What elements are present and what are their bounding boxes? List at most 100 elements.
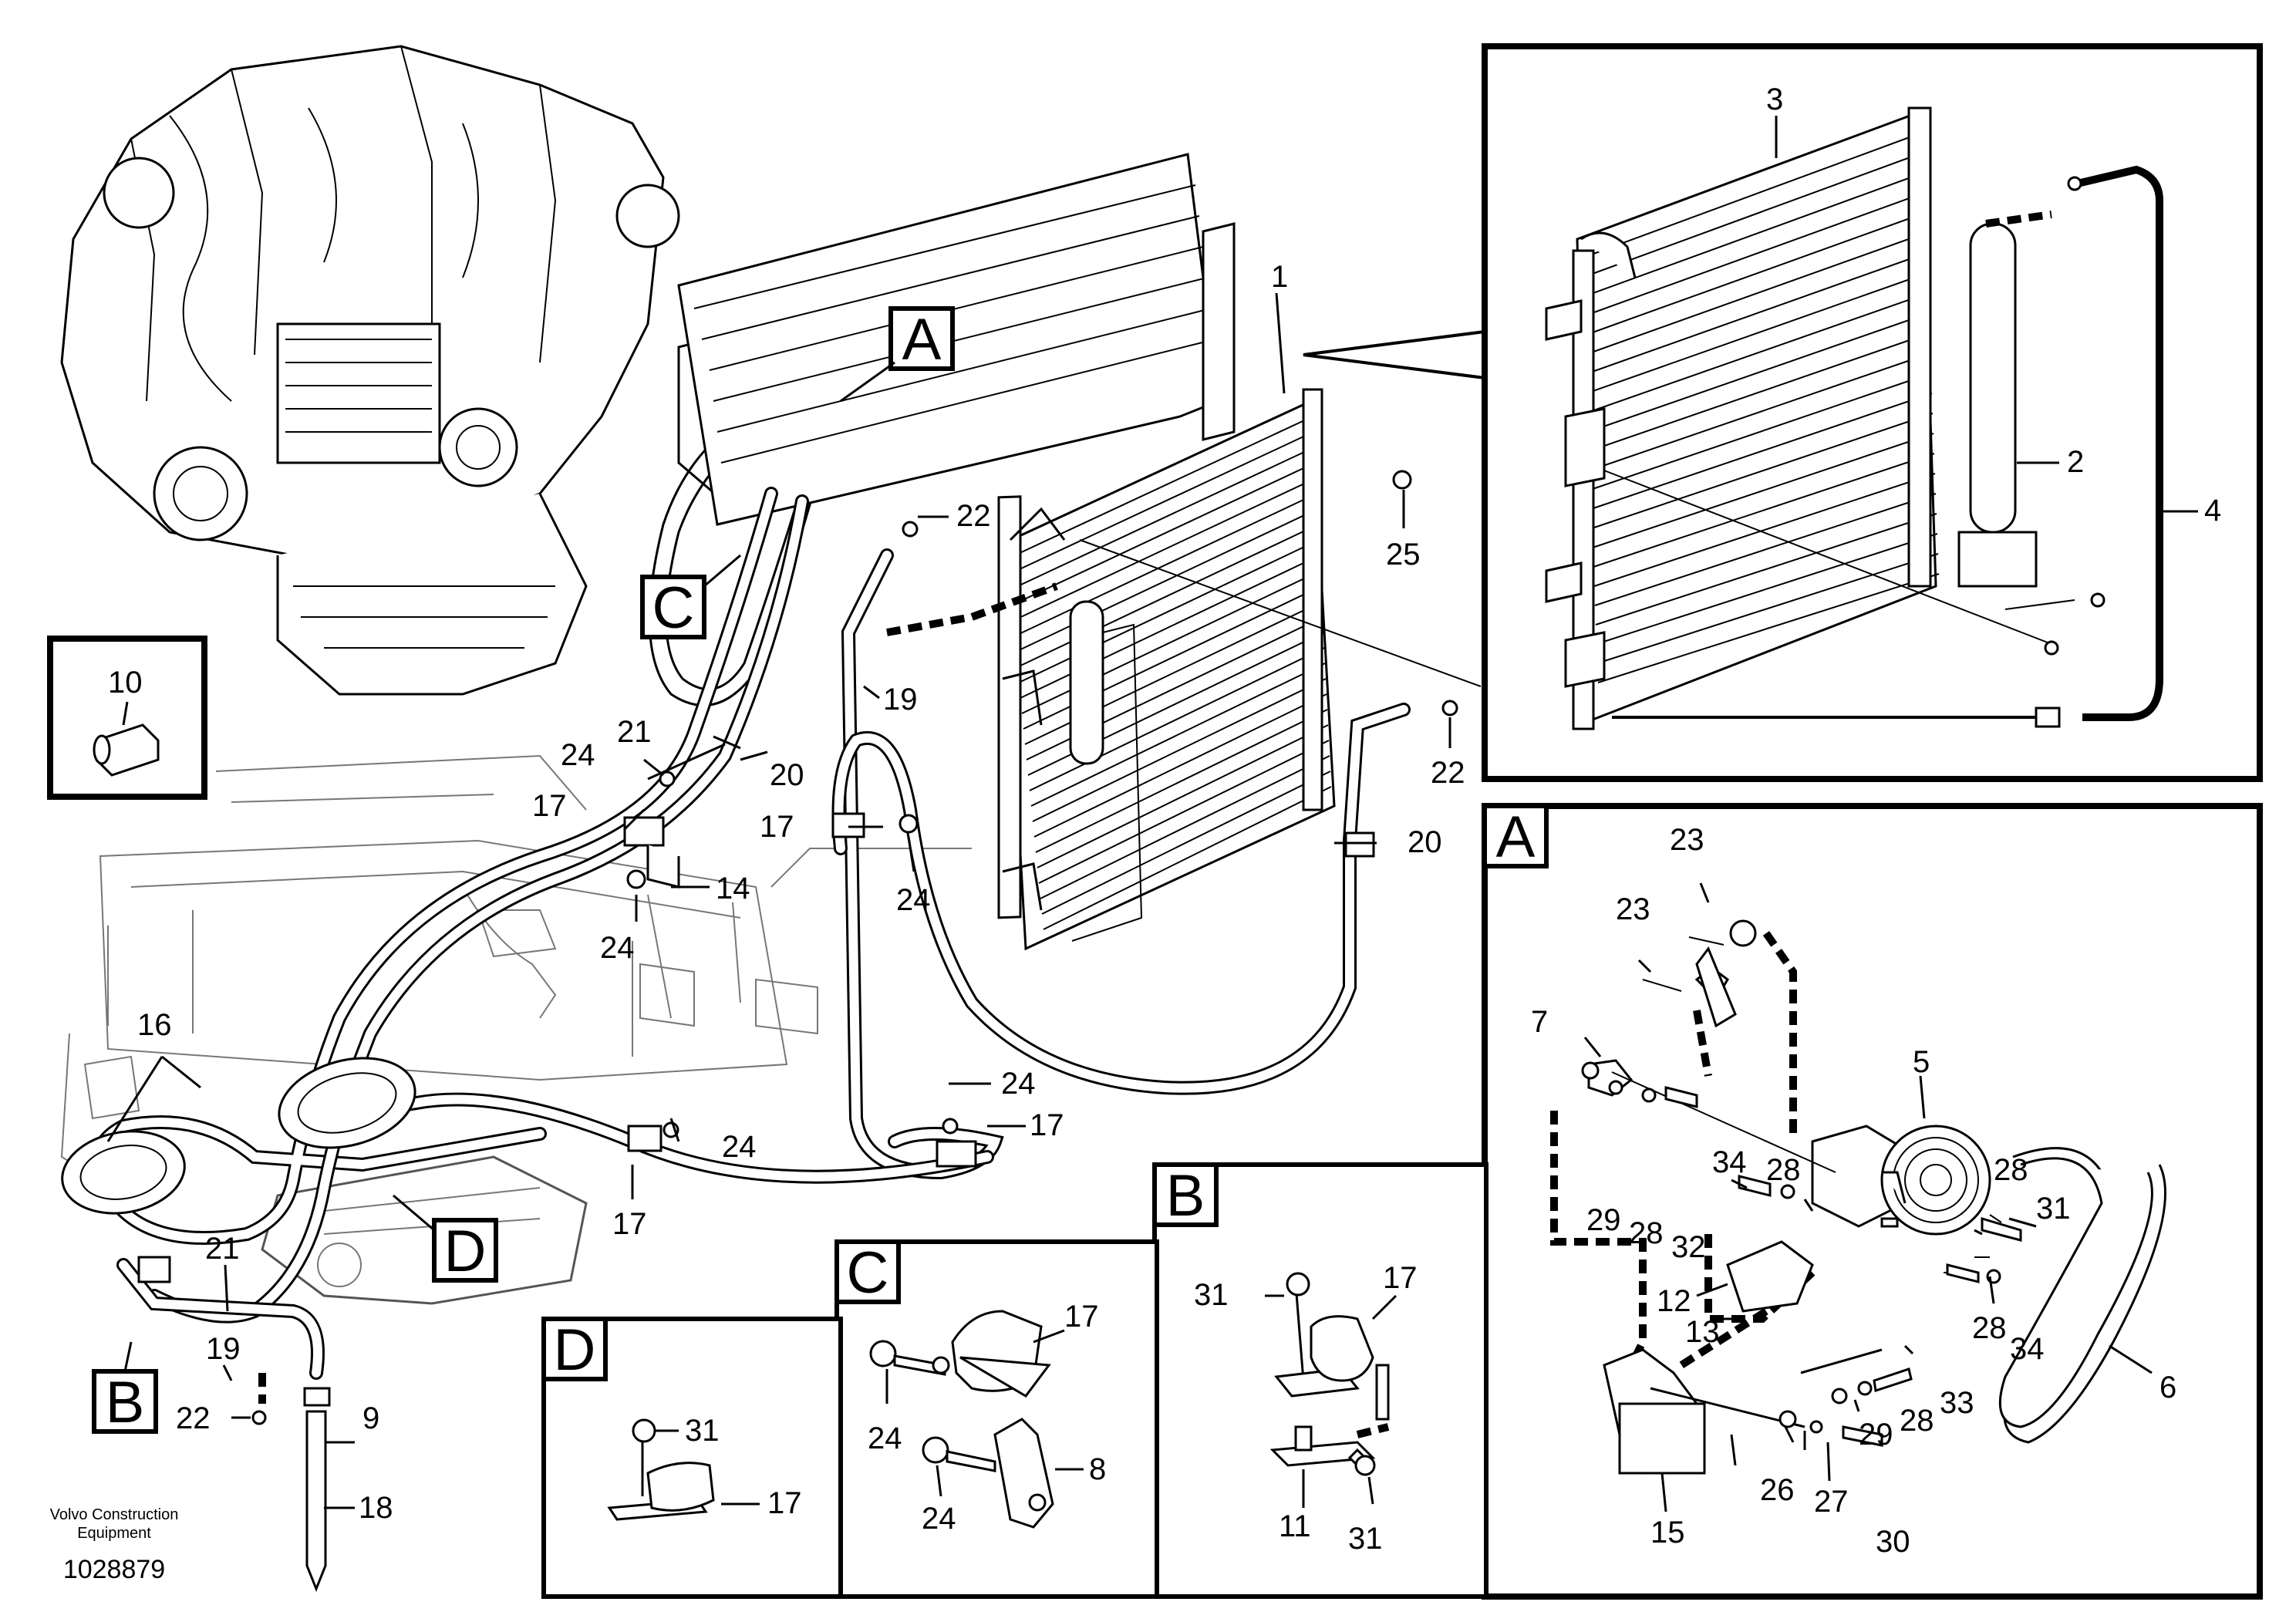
callout-28: 28 bbox=[1994, 1153, 2028, 1187]
callout-26: 26 bbox=[1760, 1473, 1795, 1507]
callout-31: 31 bbox=[685, 1414, 720, 1448]
callout-17: 17 bbox=[1030, 1108, 1064, 1142]
callout-17: 17 bbox=[1064, 1300, 1099, 1334]
callout-24: 24 bbox=[1001, 1067, 1036, 1101]
document-number: 1028879 bbox=[63, 1555, 165, 1584]
part-10-drawing bbox=[93, 701, 160, 777]
callout-34: 34 bbox=[1712, 1145, 1747, 1179]
callout-30: 30 bbox=[1876, 1525, 1910, 1559]
label-box-c-detail bbox=[834, 1239, 901, 1304]
callout-24: 24 bbox=[722, 1130, 757, 1164]
callout-1: 1 bbox=[1271, 260, 1288, 294]
label-box-a-main bbox=[888, 306, 955, 371]
callouts-condenser-detail: 3 2 4 bbox=[1766, 83, 2221, 528]
label-b-main: B bbox=[106, 1370, 145, 1435]
callout-17: 17 bbox=[760, 810, 794, 844]
callout-14: 14 bbox=[716, 872, 750, 905]
detail-a-drawing bbox=[1550, 882, 2166, 1512]
callout-17: 17 bbox=[1383, 1261, 1418, 1295]
callout-24: 24 bbox=[922, 1502, 956, 1536]
callouts-detail-a: 23 23 7 5 34 28 28 31 29 28 32 12 13 28 … bbox=[1531, 823, 2176, 1559]
callout-11: 11 bbox=[1279, 1509, 1311, 1543]
refrigerant-hoses bbox=[61, 470, 1458, 1593]
callout-9: 9 bbox=[362, 1401, 379, 1435]
callout-3: 3 bbox=[1766, 83, 1783, 116]
label-a-detail: A bbox=[1496, 804, 1536, 870]
callout-17: 17 bbox=[767, 1486, 802, 1520]
condenser-detail bbox=[1545, 106, 2198, 730]
callout-13: 13 bbox=[1685, 1315, 1720, 1349]
callout-23: 23 bbox=[1616, 892, 1650, 926]
condenser-detail-box bbox=[1482, 43, 2263, 782]
callout-24: 24 bbox=[896, 883, 931, 917]
callout-15: 15 bbox=[1650, 1516, 1685, 1549]
callout-28: 28 bbox=[1972, 1311, 2007, 1345]
callout-20: 20 bbox=[770, 758, 804, 792]
callout-21: 21 bbox=[617, 715, 652, 749]
callout-10: 10 bbox=[108, 666, 143, 700]
callout-24: 24 bbox=[561, 738, 595, 772]
callout-22: 22 bbox=[176, 1401, 211, 1435]
callout-19: 19 bbox=[206, 1332, 241, 1366]
callouts-detail-d: 31 17 bbox=[685, 1414, 802, 1520]
callout-5: 5 bbox=[1913, 1045, 1930, 1079]
company-name-line1: Volvo Construction bbox=[50, 1506, 179, 1523]
callout-28: 28 bbox=[1900, 1404, 1934, 1438]
callout-28: 28 bbox=[1629, 1216, 1664, 1250]
callout-18: 18 bbox=[359, 1491, 393, 1525]
callout-16: 16 bbox=[137, 1008, 172, 1042]
label-box-d-detail bbox=[541, 1317, 608, 1381]
callout-19: 19 bbox=[883, 683, 918, 717]
company-name-line2: Equipment bbox=[77, 1525, 151, 1542]
callout-32: 32 bbox=[1671, 1230, 1706, 1264]
label-box-a-detail bbox=[1482, 804, 1549, 868]
callouts-detail-b: 31 17 11 31 bbox=[1194, 1261, 1418, 1556]
callouts-detail-c: 17 24 8 24 bbox=[868, 1300, 1106, 1536]
callout-31: 31 bbox=[1194, 1278, 1229, 1312]
label-b-detail: B bbox=[1166, 1163, 1205, 1229]
leader-lines-main bbox=[106, 292, 1451, 1509]
label-a-main: A bbox=[902, 307, 942, 373]
detail-b-drawing bbox=[1265, 1272, 1397, 1508]
detail-letter-labels: A C D B A B C D bbox=[92, 306, 1549, 1435]
callout-21: 21 bbox=[205, 1232, 240, 1266]
callout-28: 28 bbox=[1766, 1153, 1801, 1187]
callout-33: 33 bbox=[1940, 1386, 1974, 1420]
label-c-main: C bbox=[652, 575, 695, 641]
footer: Volvo Construction Equipment 1028879 bbox=[50, 1506, 179, 1584]
callout-20: 20 bbox=[1408, 825, 1442, 859]
detail-d-drawing bbox=[607, 1418, 760, 1521]
callout-31: 31 bbox=[1348, 1522, 1383, 1556]
label-d-main: D bbox=[444, 1219, 487, 1284]
callout-8: 8 bbox=[1089, 1452, 1106, 1486]
part-10-box bbox=[47, 636, 207, 800]
label-box-c-main bbox=[640, 575, 706, 639]
callout-29: 29 bbox=[1859, 1418, 1893, 1452]
callout-17: 17 bbox=[532, 789, 567, 823]
callout-12: 12 bbox=[1657, 1284, 1691, 1318]
callout-23: 23 bbox=[1670, 823, 1704, 857]
callout-2: 2 bbox=[2067, 445, 2084, 479]
callout-25: 25 bbox=[1386, 538, 1421, 572]
callout-17: 17 bbox=[612, 1207, 647, 1241]
callout-24: 24 bbox=[600, 931, 635, 965]
callout-4: 4 bbox=[2204, 494, 2221, 528]
callout-22: 22 bbox=[1431, 756, 1465, 790]
callout-22: 22 bbox=[956, 499, 991, 533]
label-box-b-detail bbox=[1152, 1162, 1219, 1227]
callout-29: 29 bbox=[1586, 1203, 1621, 1237]
callout-7: 7 bbox=[1531, 1005, 1548, 1039]
label-box-b-main bbox=[92, 1369, 158, 1434]
label-d-detail: D bbox=[554, 1317, 596, 1383]
callout-24: 24 bbox=[868, 1421, 902, 1455]
callout-31: 31 bbox=[2036, 1192, 2071, 1226]
callout-27: 27 bbox=[1814, 1485, 1849, 1519]
callouts-main: 1 22 25 22 19 20 21 20 24 17 17 24 14 24… bbox=[108, 260, 1465, 1525]
detail-c-drawing bbox=[869, 1310, 1084, 1529]
label-box-d-main bbox=[432, 1218, 498, 1283]
callout-34: 34 bbox=[2010, 1332, 2045, 1366]
callout-6: 6 bbox=[2159, 1371, 2176, 1404]
label-c-detail: C bbox=[847, 1240, 889, 1306]
machine-frame bbox=[60, 754, 972, 1305]
